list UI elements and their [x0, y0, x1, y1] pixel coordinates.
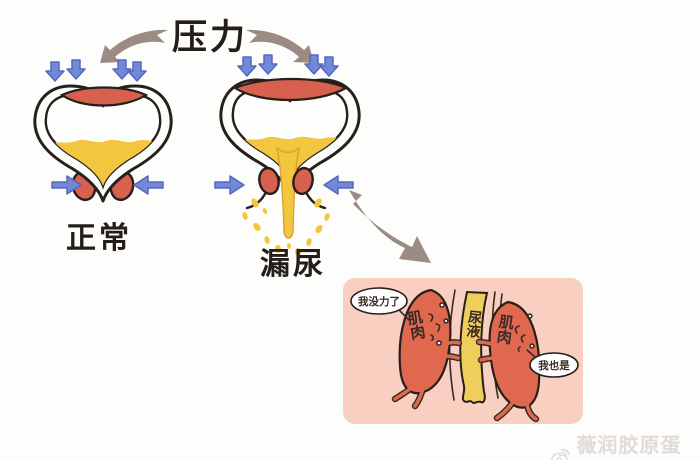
bladder-leaking-diagram — [214, 54, 361, 256]
right-arrow-icon — [214, 175, 245, 195]
down-arrow-icon — [304, 54, 324, 75]
pressure-arrow-right-icon — [246, 29, 314, 63]
muscle-body — [488, 300, 541, 409]
right-arrow-icon — [51, 175, 82, 195]
urine-splash — [242, 198, 330, 256]
urine-column-label: 尿液 — [465, 309, 484, 340]
down-arrow-icon — [237, 56, 257, 77]
top-muscle — [232, 77, 349, 102]
squeeze-side-arrows — [51, 175, 164, 195]
down-arrow-icon — [127, 61, 147, 82]
muscle-character-right: 肌肉 — [475, 300, 541, 423]
speech-text-left: 我没力了 — [358, 295, 400, 308]
zoom-callout-arrow-icon — [349, 190, 431, 263]
watermark-text: 薇润胶原蛋白 — [576, 435, 682, 457]
muscle-body — [398, 288, 452, 395]
muscle-closeup-inset: 尿液 肌肉 — [343, 278, 583, 424]
muscle-label-left: 肌肉 — [405, 309, 427, 343]
top-muscle — [59, 86, 149, 107]
muscle-label-right: 肌肉 — [494, 313, 515, 346]
urine-stream — [275, 146, 301, 239]
tired-face-right — [514, 313, 535, 352]
down-arrow-icon — [258, 54, 278, 75]
pressure-title: 压力 — [172, 18, 249, 57]
down-arrow-icon — [112, 59, 132, 80]
down-arrow-icon — [45, 61, 65, 82]
bladder-normal-diagram — [33, 59, 173, 203]
pressure-down-arrows — [45, 59, 147, 82]
label-normal: 正常 — [66, 222, 132, 255]
muscle-character-left: 肌肉 — [391, 288, 463, 410]
left-arrow-icon — [323, 175, 354, 195]
down-arrow-icon — [319, 56, 339, 77]
label-leaking: 漏尿 — [260, 248, 326, 281]
speech-text-right: 我也是 — [538, 359, 570, 372]
down-arrow-icon — [66, 59, 86, 80]
pressure-arrow-left-icon — [100, 29, 168, 63]
weibo-logo-icon — [550, 448, 570, 460]
squeeze-side-arrows — [214, 175, 354, 195]
urine-column — [459, 290, 489, 404]
pressure-down-arrows — [237, 54, 339, 77]
tired-face-left — [428, 302, 449, 346]
sphincter-muscles-open — [245, 166, 327, 210]
speech-bubble-left: 我没力了 — [350, 287, 410, 321]
speech-bubble-right: 我也是 — [526, 349, 579, 378]
watermark: 薇润胶原蛋白 — [548, 429, 700, 460]
muscle-closeup-scene: 尿液 肌肉 — [350, 287, 579, 423]
left-arrow-icon — [133, 175, 164, 195]
